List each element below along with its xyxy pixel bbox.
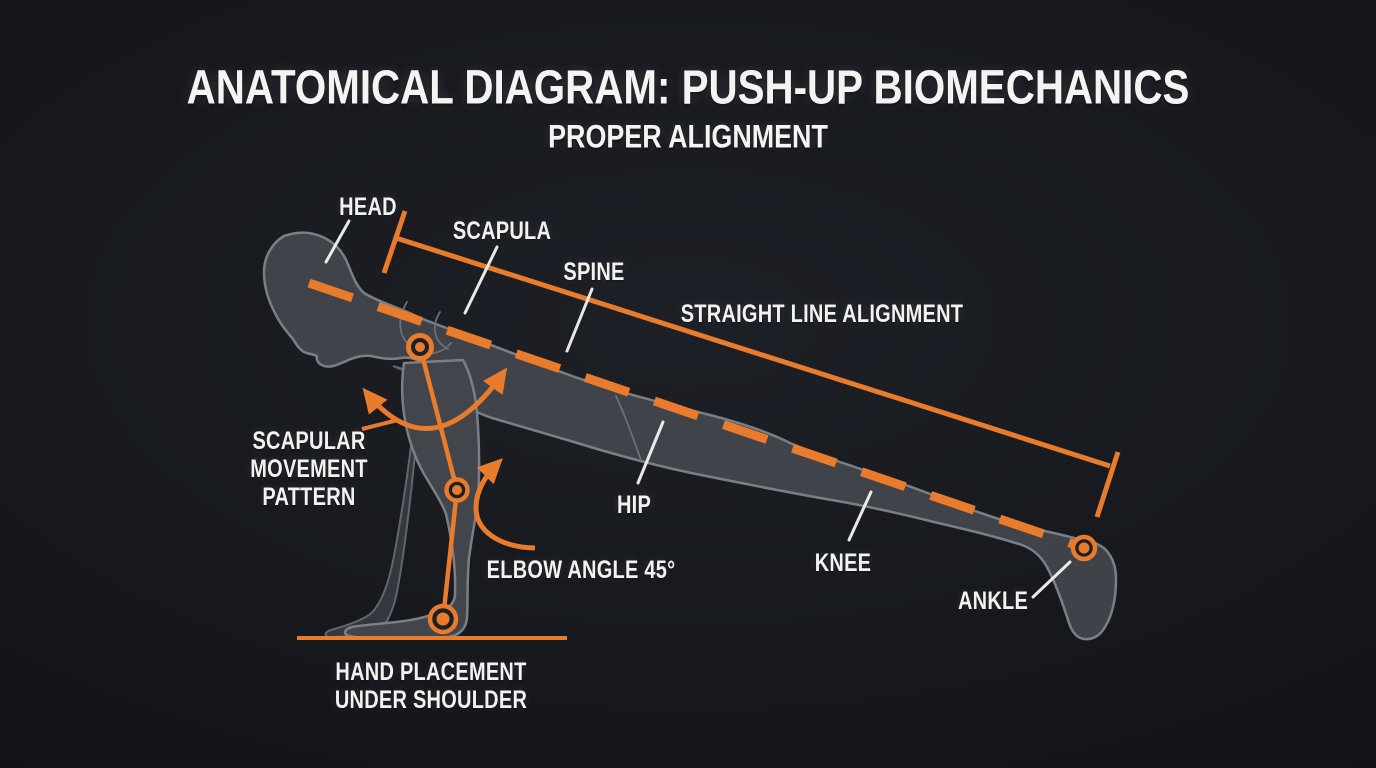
spine-leader-line [565, 287, 594, 353]
hand-joint-marker [427, 603, 459, 635]
elbow-rotation-arrow-icon [473, 458, 536, 551]
ankle-joint-marker [1070, 534, 1098, 562]
scapula-label: SCAPULA [452, 217, 552, 245]
hip-label: HIP [616, 491, 652, 519]
head-leader-line [324, 219, 351, 264]
body-silhouette [262, 231, 1118, 641]
hand-placement-label-line1: HAND PLACEMENT [335, 658, 527, 686]
scapular-movement-label-line2: MOVEMENT [250, 455, 368, 483]
leader-lines [324, 219, 1072, 599]
shoulder-joint-marker [406, 333, 434, 361]
scapular-movement-label-line3: PATTERN [262, 483, 356, 511]
far-arm-silhouette [324, 365, 423, 639]
ankle-label: ANKLE [957, 587, 1029, 615]
scapular-pointer-line [361, 418, 399, 431]
scapular-movement-arc-icon [362, 367, 508, 431]
elbow-angle-label: ELBOW ANGLE 45° [486, 556, 676, 584]
hip-leader-line [636, 420, 665, 485]
hip-seam-line [615, 395, 642, 461]
ankle-leader-line [1031, 560, 1072, 599]
knee-leader-line [847, 490, 873, 542]
alignment-line-end-tick [1094, 451, 1121, 518]
alignment-line-start-tick [381, 210, 408, 274]
spine-label: SPINE [563, 258, 625, 286]
knee-label: KNEE [814, 549, 872, 577]
straight-line-alignment-label: STRAIGHT LINE ALIGNMENT [680, 300, 964, 328]
scapular-movement-label-line1: SCAPULAR [252, 427, 366, 455]
hand-placement-label-line2: UNDER SHOULDER [334, 686, 528, 714]
scapula-leader-line [463, 245, 499, 315]
scapular-movement-pattern-label: SCAPULAR MOVEMENT PATTERN [250, 427, 367, 511]
head-label: HEAD [339, 193, 397, 221]
body-alignment-dashed-line [307, 278, 1078, 550]
elbow-joint-marker [444, 477, 470, 503]
page-title: ANATOMICAL DIAGRAM: PUSH-UP BIOMECHANICS [186, 61, 1190, 115]
hand-placement-label: HAND PLACEMENT UNDER SHOULDER [335, 658, 527, 714]
page-subtitle: PROPER ALIGNMENT [548, 118, 828, 155]
straight-line-alignment-line [381, 210, 1121, 518]
